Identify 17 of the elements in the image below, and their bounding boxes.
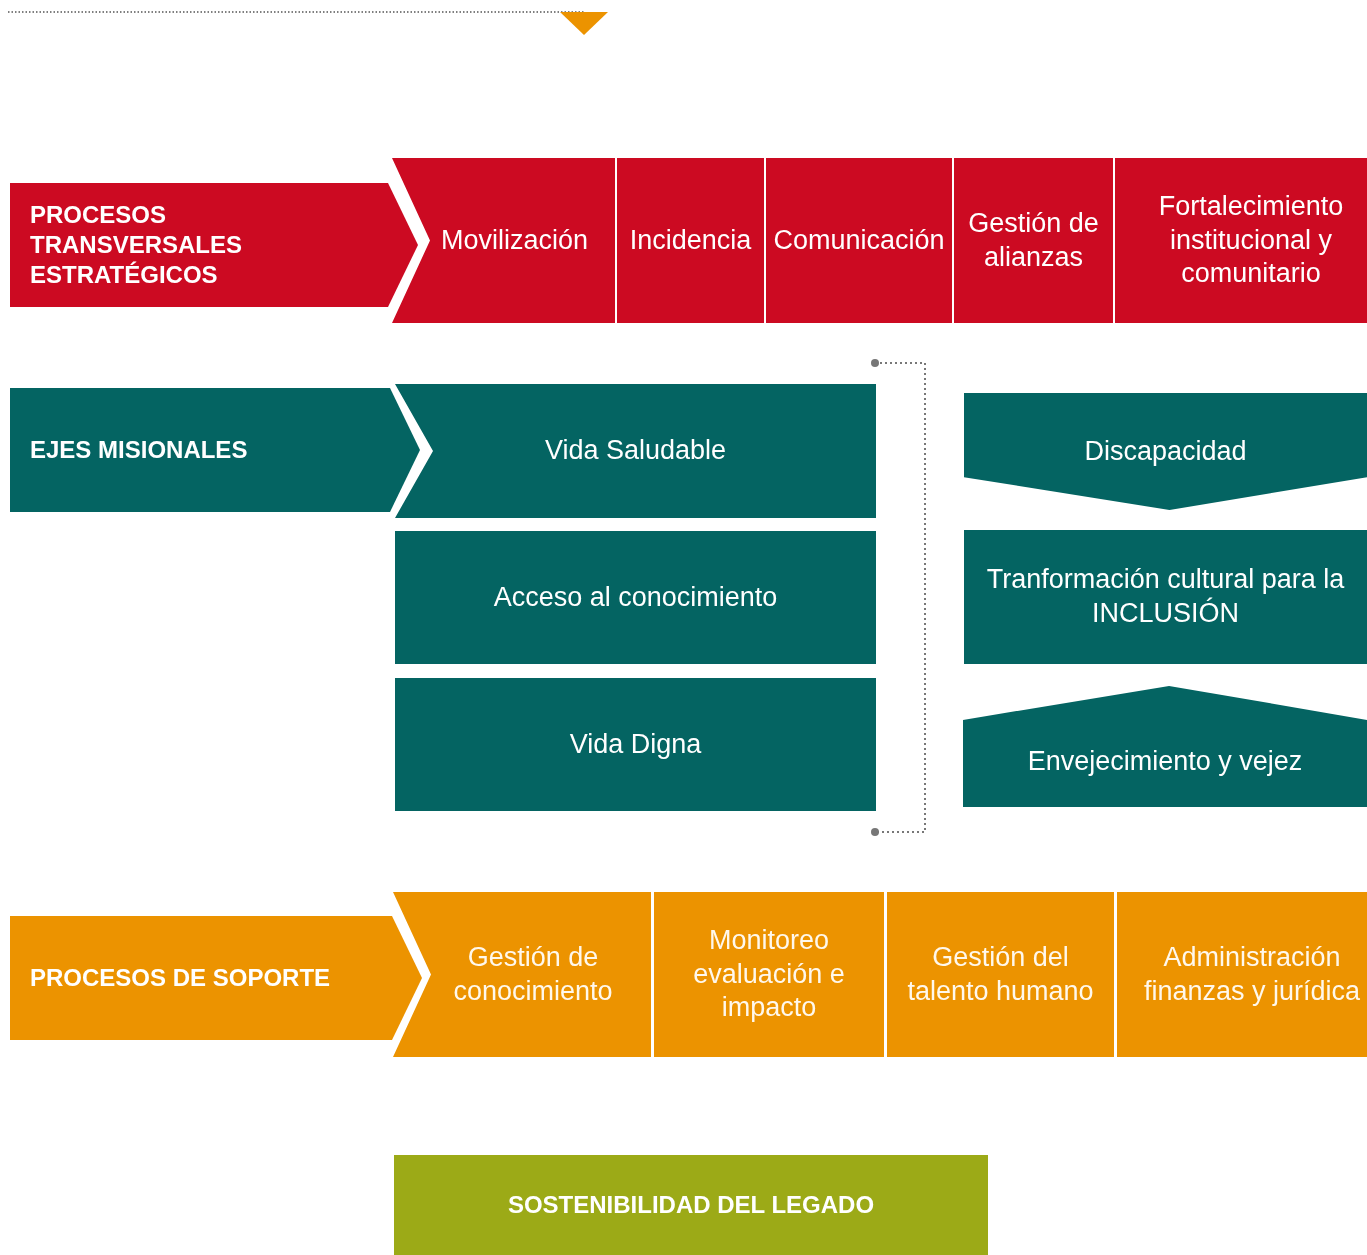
process-step: Gestión de alianzas xyxy=(954,158,1113,323)
axis-box: Vida Saludable xyxy=(395,384,876,518)
process-step: Monitoreo evaluación e impacto xyxy=(654,892,884,1057)
process-step: Administración finanzas y jurídica xyxy=(1117,892,1367,1057)
category-chevron: PROCESOS TRANSVERSALES ESTRATÉGICOS xyxy=(10,183,418,307)
banner-box: SOSTENIBILIDAD DEL LEGADO xyxy=(394,1155,988,1255)
category-chevron: PROCESOS DE SOPORTE xyxy=(10,916,422,1040)
process-step: Movilización xyxy=(392,158,615,323)
process-step: Incidencia xyxy=(617,158,764,323)
axis-box: Vida Digna xyxy=(395,678,876,811)
theme-box: Tranformación cultural para la INCLUSIÓN xyxy=(964,530,1367,664)
category-chevron: EJES MISIONALES xyxy=(10,388,420,512)
process-step: Comunicación xyxy=(766,158,952,323)
process-step: Fortalecimiento institucional y comunitario xyxy=(1115,158,1367,323)
process-step: Gestión de conocimiento xyxy=(393,892,651,1057)
process-step: Gestión del talento humano xyxy=(887,892,1114,1057)
axis-box: Acceso al conocimiento xyxy=(395,531,876,664)
